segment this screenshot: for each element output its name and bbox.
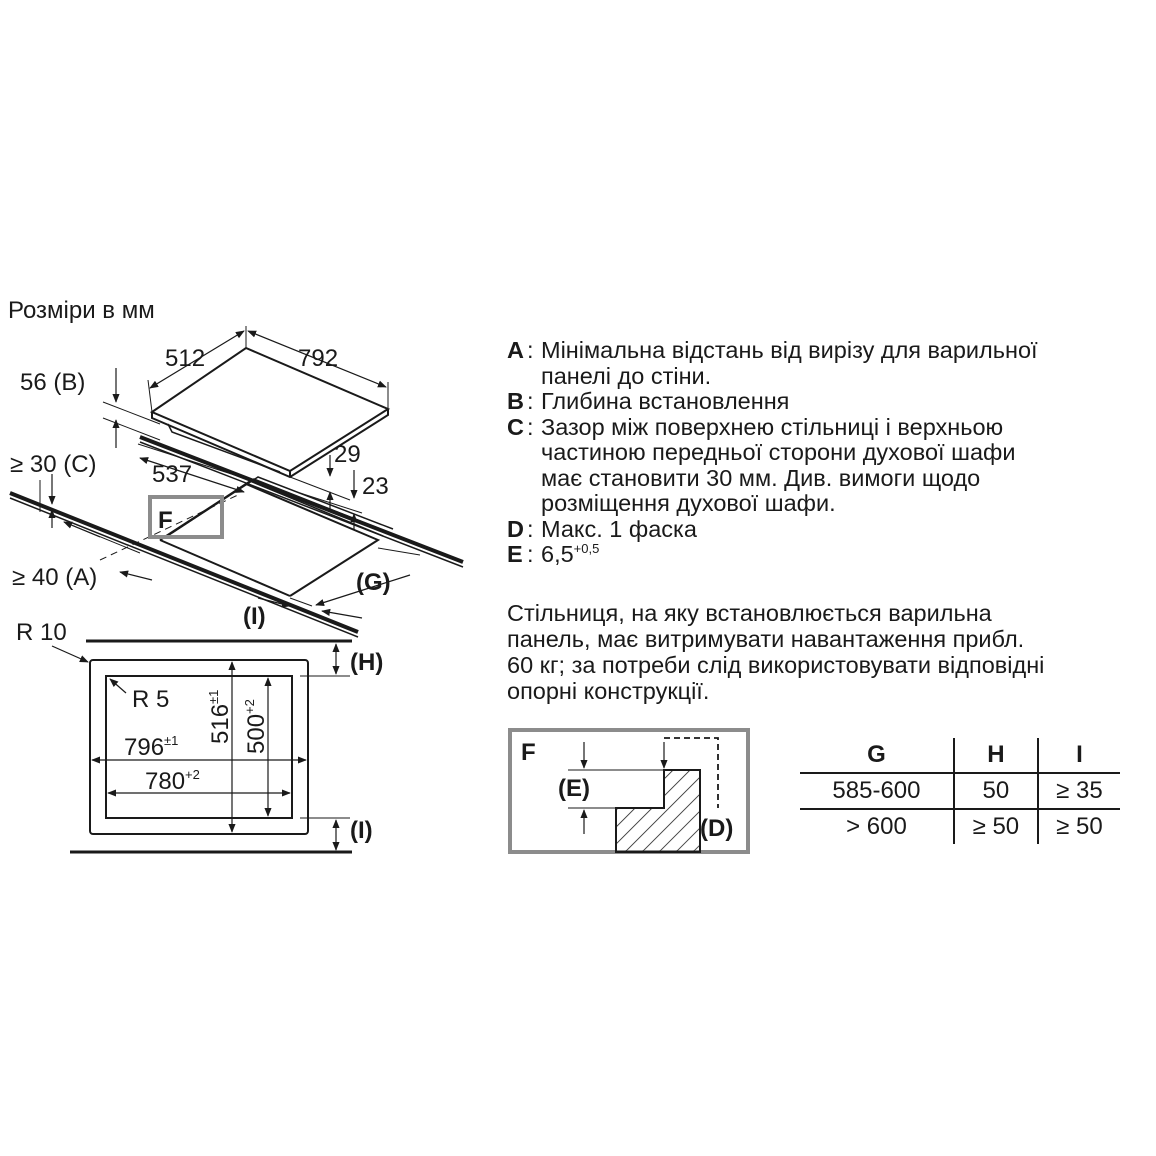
legend-text: Зазор між поверхнею стільниці і верхньою	[541, 413, 1004, 440]
legend-key: D	[507, 515, 524, 542]
dim-g: (G)	[356, 569, 391, 596]
detail-f-label: F	[521, 739, 536, 766]
plan-view: R 10 R 5 796±1 780+2 516±1 500+2 (H	[16, 619, 383, 854]
note-line: панель, має витримувати навантаження при…	[507, 626, 1025, 652]
marker-f-label: F	[158, 507, 173, 534]
dim-r5: R 5	[132, 686, 169, 713]
dim-40-a: ≥ 40 (A)	[12, 564, 97, 591]
table-row: > 600 ≥ 50 ≥ 50	[800, 809, 1120, 844]
table-cell: ≥ 35	[1036, 772, 1120, 810]
dim-512: 512	[165, 345, 205, 372]
legend-text: Глибина встановлення	[541, 388, 790, 414]
dim-796: 796±1	[124, 733, 178, 761]
table-header: I	[1036, 738, 1120, 773]
dim-780: 780+2	[145, 767, 200, 795]
legend-text: Мінімальна відстань від вирізу для варил…	[541, 337, 1038, 363]
table-cell: ≥ 50	[952, 809, 1038, 844]
legend-text: Макс. 1 фаска	[541, 515, 697, 542]
table-header-row: G H I	[800, 738, 1120, 773]
dim-30-c: ≥ 30 (C)	[10, 451, 97, 478]
note-line: Стільниця, на яку встановлюється варильн…	[507, 600, 992, 626]
dim-r10: R 10	[16, 619, 67, 646]
dim-i-plan: (I)	[350, 817, 373, 844]
legend-text: розміщення духової шафи.	[541, 490, 836, 516]
dim-23: 23	[362, 473, 389, 500]
legend-item-a: A: Мінімальна відстань від вирізу для ва…	[507, 337, 1147, 389]
note-line: опорні конструкції.	[507, 678, 710, 704]
legend-text: панелі до стіни.	[541, 362, 712, 389]
table-row: 585-600 50 ≥ 35	[800, 772, 1120, 810]
legend-sup: +0,5	[573, 541, 600, 557]
detail-f-view: F (E) (D)	[508, 728, 750, 854]
dim-516: 516±1	[206, 690, 234, 744]
legend-text: 6,5	[541, 541, 574, 567]
dim-56-b: 56 (B)	[20, 369, 85, 396]
legend-item-e: E: 6,5+0,5	[507, 541, 600, 567]
worktop-surface	[10, 437, 463, 632]
table-header: G	[867, 741, 886, 768]
legend-item-b: B: Глибина встановлення	[507, 388, 1147, 415]
legend-item-d: D: Макс. 1 фаска	[507, 515, 1147, 543]
worktop-cutout	[159, 476, 394, 597]
dim-i-iso: (I)	[243, 603, 266, 630]
note-line: 60 кг; за потреби слід використовувати в…	[507, 652, 1045, 678]
dim-29: 29	[334, 441, 361, 468]
table-cell: 585-600	[800, 772, 954, 810]
chamfer-dashed	[664, 737, 719, 808]
detail-e-label: (E)	[558, 775, 590, 802]
legend-key: A	[507, 337, 524, 363]
legend-key: B	[507, 388, 524, 414]
legend: A: Мінімальна відстань від вирізу для ва…	[507, 337, 1147, 568]
table-cell: ≥ 50	[1036, 809, 1120, 844]
legend-item-c: C: Зазор між поверхнею стільниці і верхн…	[507, 413, 1147, 517]
legend-key: E	[507, 541, 523, 567]
legend-text: частиною передньої сторони духової шафи	[541, 439, 1016, 465]
dimension-table: G H I 585-600 50 ≥ 35 > 600 ≥ 50 ≥ 50	[800, 738, 1120, 844]
diagram-title: Розміри в мм	[8, 297, 155, 324]
load-note: Стільниця, на яку встановлюється варильн…	[507, 600, 1147, 704]
dim-500: 500+2	[242, 699, 270, 754]
legend-key: C	[507, 413, 524, 440]
dim-792: 792	[298, 345, 338, 372]
table-cell: 50	[952, 772, 1038, 810]
detail-d-label: (D)	[700, 815, 733, 842]
table-cell: > 600	[846, 813, 907, 840]
legend-text: має становити 30 мм. Див. вимоги щодо	[541, 464, 981, 491]
dim-537: 537	[152, 461, 192, 488]
isometric-hob-view: 512 792 56 (B) ≥ 30 (C) ≥ 40 (A) 537 29 …	[9, 326, 464, 638]
table-header: H	[952, 738, 1038, 773]
dim-h: (H)	[350, 649, 383, 676]
detail-f-marker	[148, 495, 224, 539]
